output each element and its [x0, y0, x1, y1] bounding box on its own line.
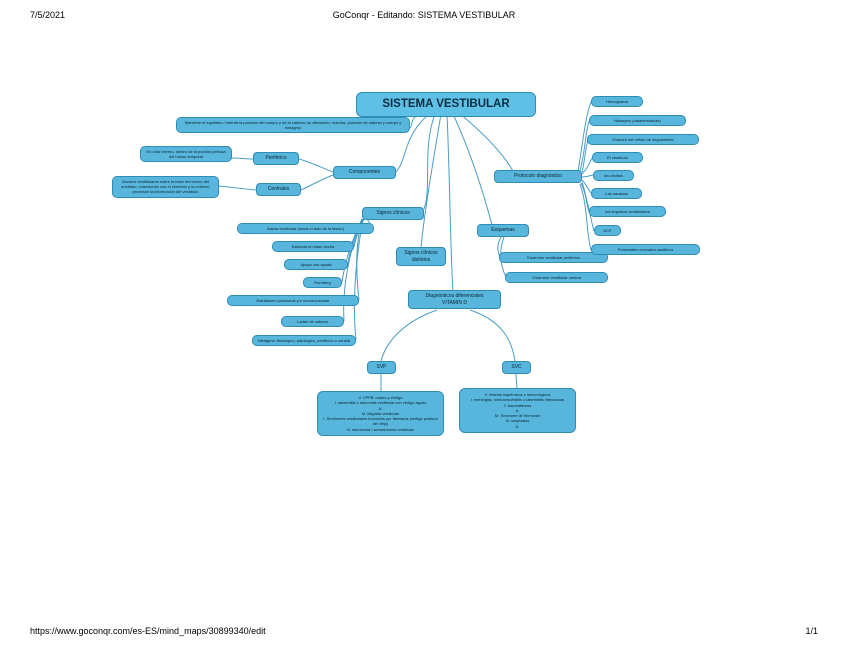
node-nistagmo-caracteristicas[interactable]: Nistagmo (características) — [589, 115, 686, 127]
diferenciales-label: Diagnósticos diferenciales — [425, 293, 484, 299]
print-date: 7/5/2021 — [30, 10, 66, 20]
connector — [395, 113, 430, 173]
connector — [300, 174, 334, 191]
connector — [581, 179, 592, 194]
node-diagnosticos-diferenciales[interactable]: Diagnósticos diferenciales VITAMIN D — [408, 290, 501, 309]
node-protocolo-diagnostico[interactable]: Protocolo diagnóstico — [494, 170, 582, 183]
node-sindrome-vestibular-periferico[interactable]: Síndrome vestibular periférico — [499, 252, 608, 264]
connector — [230, 157, 254, 160]
connector — [579, 120, 590, 172]
node-hemograma[interactable]: Hemograma — [591, 96, 643, 108]
svp-line: A. — [378, 405, 383, 411]
connector — [452, 113, 493, 226]
connector — [423, 113, 436, 210]
print-url: https://www.goconqr.com/es-ES/mind_maps/… — [30, 626, 266, 636]
node-sistema-vestibular[interactable]: SISTEMA VESTIBULAR — [356, 92, 536, 117]
node-vestibulo[interactable]: El vestíbulo — [592, 152, 643, 164]
node-impulsos-vestibulares[interactable]: los impulsos vestibulares — [589, 206, 666, 218]
connector — [469, 309, 516, 362]
node-sindrome-vestibular-central[interactable]: Síndrome vestibular central — [505, 272, 608, 284]
node-svc-detalle[interactable]: V. Infartos isquémicos o hemorrágicos I.… — [459, 388, 576, 433]
print-title: GoConqr - Editando: SISTEMA VESTIBULAR — [332, 10, 516, 20]
svp-line: V. VPPB: mareo y vértigo — [358, 395, 403, 400]
node-acp[interactable]: ACP — [594, 225, 621, 237]
node-periferico[interactable]: Periférico — [253, 152, 299, 165]
node-centrales-detalle[interactable]: Núcleos vestibulares sobre la base del t… — [112, 176, 219, 198]
svc-line: D. — [515, 423, 520, 429]
node-examen-seguimiento[interactable]: Examen del reflejo de seguimiento — [587, 134, 699, 146]
node-svp[interactable]: SVP — [367, 361, 396, 374]
svc-line: A. — [515, 407, 520, 413]
svc-line: V. Infartos isquémicos o hemorrágicos — [484, 392, 551, 397]
connector — [577, 101, 592, 172]
connector — [218, 185, 257, 191]
node-potenciales-evocados[interactable]: Potenciales evocados auditivos — [591, 244, 700, 256]
print-page-number: 1/1 — [805, 626, 818, 636]
node-signos-distintos[interactable]: Signos clínicos distintos — [396, 247, 446, 266]
node-estrabismo-posicional[interactable]: Estrabismo posicional y/o neuromuscular — [227, 295, 359, 307]
node-svc[interactable]: SVC — [502, 361, 531, 374]
node-romberg[interactable]: Romberg — [303, 277, 342, 289]
node-componentes[interactable]: Componentes — [333, 166, 396, 179]
node-estancia-base-ancha[interactable]: Estancia en base ancha — [272, 241, 354, 253]
node-centrales[interactable]: Centrales — [256, 183, 301, 196]
connector — [581, 174, 594, 178]
svp-line: M. Migraña vestibular — [361, 410, 400, 416]
connector — [580, 182, 595, 232]
node-ladeo-cabeza[interactable]: Ladeo de cabeza — [281, 316, 344, 328]
node-otolitos[interactable]: los otolitos — [593, 170, 634, 182]
svc-line: T. traumatismos — [503, 402, 532, 408]
svp-line: N. neurinoma / schwannoma vestibular — [346, 426, 415, 432]
node-apoyo[interactable]: Apoyo con ayuda — [284, 259, 348, 271]
connector — [581, 157, 593, 175]
connector — [380, 309, 438, 362]
node-periferico-detalle[interactable]: En oído interno, dentro de la porción pe… — [140, 146, 232, 163]
svc-line: I. meningitis, romboencefalitis o laberi… — [470, 397, 565, 403]
node-svp-detalle[interactable]: V. VPPB: mareo y vértigo I. laberintitis… — [317, 391, 444, 436]
node-nistagmo[interactable]: Nistagmo: fisiológico, patológico, perif… — [252, 335, 356, 347]
svp-line: I. laberintitis o neuronitis vestibular … — [334, 400, 427, 406]
node-descripcion[interactable]: Mantiene el equilibrio / orienta la posi… — [176, 117, 410, 134]
diferenciales-sublabel: VITAMIN D — [442, 299, 467, 306]
connector — [298, 158, 334, 173]
node-esquemas[interactable]: Esquemas — [477, 224, 529, 237]
node-ataxia-vestibular[interactable]: Ataxia vestibular (hacia el lado de la l… — [237, 223, 374, 235]
node-sacadas[interactable]: Las sacadas — [591, 188, 642, 200]
connector — [420, 113, 442, 249]
connector — [579, 183, 592, 251]
connector — [446, 113, 454, 292]
svp-line: I. Síndromes vestibulares inducidos por … — [323, 416, 438, 427]
svc-line: N. neoplasias — [505, 418, 530, 424]
connector — [458, 112, 514, 172]
svc-line: M. Síndrome de Wernicke — [495, 413, 540, 419]
connector — [515, 373, 518, 390]
node-signos-clinicos[interactable]: Signos clínicos — [362, 207, 424, 220]
